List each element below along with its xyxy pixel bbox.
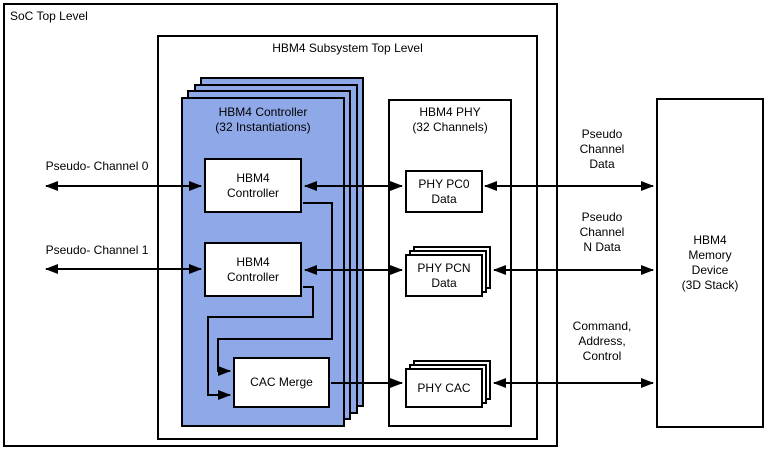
pseudo-channel-0-label: Pseudo- Channel 0 [45, 159, 149, 173]
controller-stack-title: HBM4 Controller (32 Instantiations) [181, 105, 345, 135]
controller-stack-title-line1: HBM4 Controller [218, 105, 308, 119]
hbm4-controller-pc0-box: HBM4 Controller [204, 158, 302, 213]
pseudo-channel-n-data-line1: Pseudo [581, 210, 623, 224]
memory-device-box: HBM4 Memory Device (3D Stack) [656, 98, 764, 428]
hbm4-controller-pc1-box: HBM4 Controller [204, 242, 302, 297]
command-address-control-label: Command, Address, Control [557, 319, 647, 364]
controller-stack-title-line2: (32 Instantiations) [215, 120, 311, 134]
soc-top-level-title: SoC Top Level [10, 9, 88, 23]
phy-pcn-box: PHY PCN Data [405, 254, 483, 297]
pseudo-channel-data-line3: Data [589, 157, 615, 171]
phy-cac-label: PHY CAC [417, 380, 471, 395]
phy-title-line1: HBM4 PHY [419, 105, 481, 119]
memory-device-line4: (3D Stack) [681, 278, 739, 292]
phy-pcn-line1: PHY PCN [417, 260, 471, 275]
phy-pc0-line1: PHY PC0 [418, 176, 470, 191]
pseudo-channel-data-line1: Pseudo [581, 127, 623, 141]
phy-title-line2: (32 Channels) [412, 120, 488, 134]
pseudo-channel-n-data-line2: Channel [579, 225, 625, 239]
cac-merge-box: CAC Merge [233, 357, 330, 408]
memory-device-line2: Memory [688, 248, 732, 262]
phy-title: HBM4 PHY (32 Channels) [388, 105, 512, 135]
hbm4-controller-pc0-line1: HBM4 [236, 170, 270, 185]
phy-pc0-box: PHY PC0 Data [405, 170, 483, 213]
hbm4-controller-pc1-line1: HBM4 [236, 254, 270, 269]
cac-merge-label: CAC Merge [250, 375, 313, 389]
pseudo-channel-data-label: Pseudo Channel Data [557, 127, 647, 172]
memory-device-line3: Device [691, 263, 729, 277]
subsystem-title: HBM4 Subsystem Top Level [272, 41, 423, 55]
phy-cac-box: PHY CAC [405, 368, 483, 408]
memory-device-line1: HBM4 [693, 233, 727, 247]
command-address-control-line1: Command, [572, 319, 632, 333]
pseudo-channel-n-data-label: Pseudo Channel N Data [557, 210, 647, 255]
phy-pc0-line2: Data [431, 191, 457, 206]
command-address-control-line3: Control [582, 349, 622, 363]
command-address-control-line2: Address, [578, 334, 626, 348]
hbm4-controller-pc0-line2: Controller [226, 185, 280, 200]
phy-pcn-line2: Data [431, 275, 457, 290]
pseudo-channel-data-line2: Channel [579, 142, 625, 156]
pseudo-channel-n-data-line3: N Data [583, 240, 621, 254]
pseudo-channel-1-label: Pseudo- Channel 1 [45, 243, 149, 257]
hbm4-controller-pc1-line2: Controller [226, 269, 280, 284]
